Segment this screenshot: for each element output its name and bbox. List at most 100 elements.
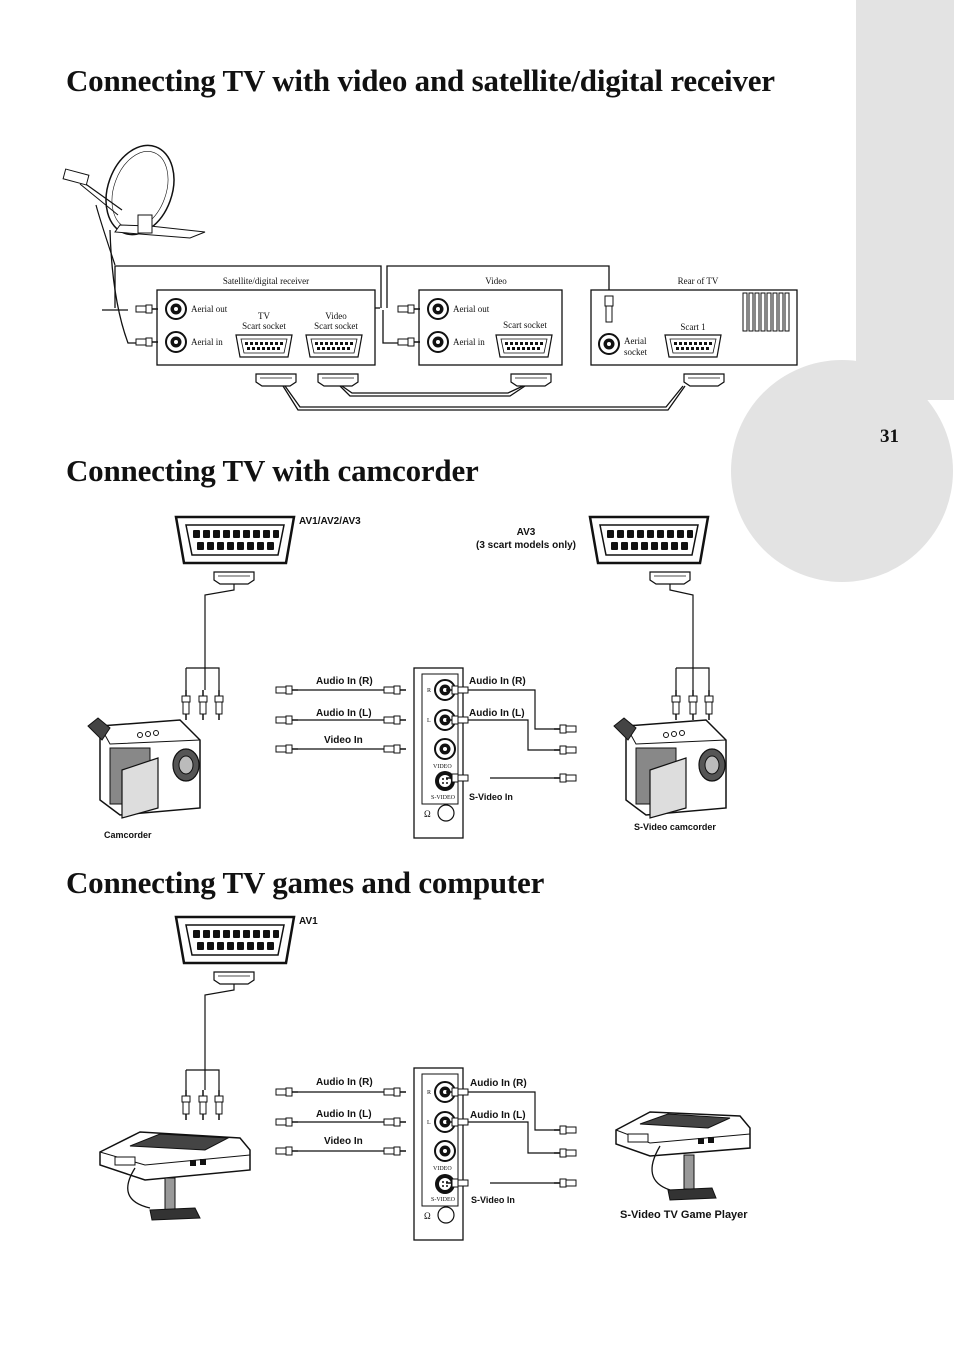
scart-socket-icon <box>495 334 553 358</box>
panel-r-label: R <box>427 1090 431 1096</box>
scart-socket-icon <box>588 515 710 565</box>
rca-plug-icon <box>704 689 714 721</box>
rca-plug-icon <box>383 1146 407 1156</box>
audio-r-label: Audio In (R) <box>316 1077 373 1088</box>
tv-scart-label-2: Scart socket <box>242 321 286 331</box>
aerial-in-jack-icon <box>165 331 187 353</box>
section-title-games: Connecting TV games and computer <box>66 865 545 900</box>
satellite-diagram: Satellite/digital receiver Video Rear of… <box>62 144 798 411</box>
audio-r-label: Audio In (R) <box>316 676 373 687</box>
panel-video-label: VIDEO <box>433 1166 452 1172</box>
aerial-out-jack-icon <box>165 298 187 320</box>
rca-plug-icon <box>383 715 407 725</box>
audio-l2-label: Audio In (L) <box>469 708 525 719</box>
scart-socket-icon <box>174 515 296 565</box>
rca-plug-icon <box>383 1117 407 1127</box>
video-in-label: Video In <box>324 1136 363 1147</box>
satellite-dish-icon <box>62 144 206 266</box>
audio-r2-label: Audio In (R) <box>470 1078 527 1089</box>
tv-aerial-jack-icon <box>598 333 620 355</box>
audio-l-label: Audio In (L) <box>316 708 372 719</box>
game-player-label: S-Video TV Game Player <box>620 1209 748 1221</box>
vcr-aerial-in-label: Aerial in <box>453 337 485 347</box>
camcorder-label: Camcorder <box>104 830 152 840</box>
rca-plug-icon <box>553 724 577 734</box>
svideo-in-label: S-Video In <box>471 1195 515 1205</box>
camcorder-diagram: AV1/AV2/AV3 AV3 (3 scart models only) Ca… <box>87 515 727 840</box>
panel-svideo-label: S-VIDEO <box>431 795 456 801</box>
rca-plug-icon <box>553 773 577 783</box>
vcr-scart-label: Scart socket <box>503 320 547 330</box>
game-console-icon <box>99 1131 251 1221</box>
vcr-aerial-out-label: Aerial out <box>453 304 490 314</box>
scart-plug-icon <box>255 373 297 387</box>
rca-plug-icon <box>135 304 159 314</box>
rca-plug-icon <box>181 689 191 721</box>
headphone-jack-icon <box>437 804 455 822</box>
video-scart-label-2: Scart socket <box>314 321 358 331</box>
scart-plug-icon <box>649 571 691 585</box>
tv-scart1-label: Scart 1 <box>680 322 705 332</box>
side-tab-strip <box>856 0 954 400</box>
rca-plug-icon <box>553 745 577 755</box>
rca-plug-icon <box>275 744 299 754</box>
scart-plug-icon <box>683 373 725 387</box>
panel-l-label: L <box>427 1120 431 1126</box>
rear-tv-label: Rear of TV <box>678 276 719 286</box>
section-title-camcorder: Connecting TV with camcorder <box>66 453 479 488</box>
rca-plug-icon <box>383 685 407 695</box>
av-left-label: AV1/AV2/AV3 <box>299 516 361 527</box>
rca-plug-icon <box>275 1087 299 1097</box>
scart-socket-icon <box>305 334 363 358</box>
video-label: Video <box>485 276 507 286</box>
video-in-label: Video In <box>324 735 363 746</box>
rca-plug-icon <box>553 1125 577 1135</box>
rca-plug-icon <box>553 1148 577 1158</box>
tv-scart-label: TV <box>258 311 270 321</box>
panel-l-label: L <box>427 718 431 724</box>
rca-plug-icon <box>397 337 421 347</box>
games-diagram: AV1 S-Video TV Game P <box>99 915 751 1241</box>
audio-l2-label: Audio In (L) <box>470 1110 526 1121</box>
receiver-label: Satellite/digital receiver <box>223 276 309 286</box>
scart-plug-icon <box>213 971 255 985</box>
av-right-label-2: (3 scart models only) <box>476 540 576 551</box>
scart-plug-icon <box>317 373 359 387</box>
rca-plug-icon <box>275 1117 299 1127</box>
audio-r2-label: Audio In (R) <box>469 676 526 687</box>
svideo-camcorder-icon <box>613 717 727 819</box>
scart-plug-icon <box>213 571 255 585</box>
side-tab-circle <box>731 360 953 582</box>
svideo-jack-icon <box>435 1174 455 1194</box>
rca-plug-icon <box>671 689 681 721</box>
rca-plug-icon <box>383 1087 407 1097</box>
rca-plug-icon <box>135 337 159 347</box>
rca-plug-icon <box>275 715 299 725</box>
headphone-icon: Ω <box>424 1211 431 1221</box>
rca-plug-icon <box>198 1089 208 1121</box>
scart-socket-icon <box>235 334 293 358</box>
headphone-icon: Ω <box>424 809 431 819</box>
aerial-in-label: Aerial in <box>191 337 223 347</box>
rca-plug-icon <box>397 304 421 314</box>
panel-video-label: VIDEO <box>433 764 452 770</box>
rca-plug-icon <box>688 689 698 721</box>
rca-plug-icon <box>198 689 208 721</box>
rca-plug-icon <box>275 1146 299 1156</box>
video-jack-icon <box>434 738 456 760</box>
rca-plug-icon <box>214 1089 224 1121</box>
vent-grille-icon <box>742 292 790 332</box>
svideo-in-label: S-Video In <box>469 792 513 802</box>
camcorder-icon <box>87 717 201 819</box>
av-right-label: AV3 <box>517 527 536 538</box>
panel-r-label: R <box>427 688 431 694</box>
side-av-panel: R L VIDEO S-VIDEO Ω <box>413 1067 464 1241</box>
aerial-plug-icon <box>604 295 614 323</box>
page-number: 31 <box>880 426 899 447</box>
rca-plug-icon <box>383 744 407 754</box>
headphone-jack-icon <box>437 1206 455 1224</box>
video-jack-icon <box>434 1140 456 1162</box>
aerial-out-label: Aerial out <box>191 304 228 314</box>
aerial-in-jack-icon <box>427 331 449 353</box>
